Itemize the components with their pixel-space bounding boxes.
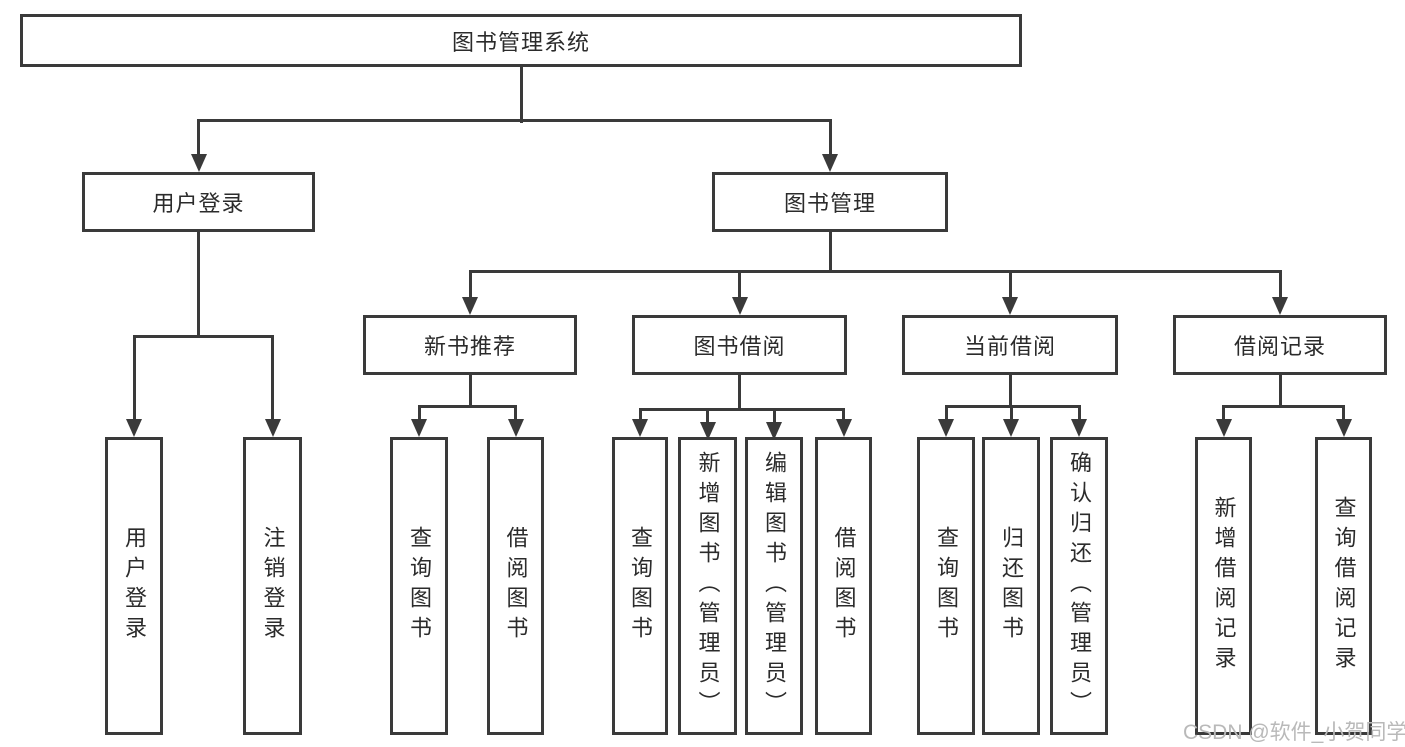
connector-arrow-line [1222, 405, 1225, 420]
connector-arrow-line [417, 405, 421, 420]
node-book-management: 图书管理 [712, 172, 948, 232]
arrow-head-icon [507, 419, 524, 437]
connector-stem [468, 375, 472, 408]
node-borrow-record-label: 借阅记录 [1233, 334, 1326, 359]
leaf-bb-query-book: 查询图书 [612, 437, 668, 735]
node-book-management-label: 图书管理 [783, 191, 876, 216]
arrow-head-icon [1215, 419, 1232, 437]
node-current-borrow: 当前借阅 [902, 315, 1118, 375]
node-user-login-label: 用户登录 [152, 191, 245, 216]
connector-arrow-line [1008, 270, 1012, 298]
leaf-cb-query-book-label: 查询图书 [934, 526, 959, 646]
leaf-cb-confirm-return-admin: 确认归还（管理员） [1050, 437, 1108, 735]
leaf-user-login: 用户登录 [105, 437, 163, 735]
connector-bus [1222, 405, 1345, 408]
leaf-br-add-record: 新增借阅记录 [1195, 437, 1252, 735]
arrow-head-icon [1071, 419, 1087, 437]
arrow-head-icon [462, 297, 478, 315]
arrow-head-icon [822, 154, 838, 172]
connector-stem [1008, 375, 1012, 408]
connector-arrow-line [842, 408, 845, 420]
leaf-cb-query-book: 查询图书 [917, 437, 975, 735]
leaf-bb-borrow-book-label: 借阅图书 [831, 526, 857, 646]
node-user-login: 用户登录 [82, 172, 315, 232]
connector-stem [1278, 375, 1282, 408]
connector-arrow-line [197, 119, 200, 155]
leaf-nb-borrow-book: 借阅图书 [487, 437, 544, 735]
connector-bus [417, 405, 517, 408]
connector-stem [828, 232, 832, 273]
connector-bus [638, 408, 845, 411]
watermark: CSDN @软件_小贺同学 [1183, 721, 1405, 744]
leaf-br-add-record-label: 新增借阅记录 [1211, 496, 1237, 676]
connector-bus [197, 119, 832, 122]
connector-arrow-line [944, 405, 948, 420]
connector-stem [519, 67, 523, 123]
leaf-logout-label: 注销登录 [260, 526, 286, 646]
leaf-br-query-record-label: 查询借阅记录 [1331, 496, 1357, 676]
connector-arrow-line [1342, 405, 1345, 420]
node-new-book-recommend-label: 新书推荐 [423, 334, 516, 359]
arrow-head-icon [1003, 419, 1019, 437]
leaf-bb-edit-book-admin: 编辑图书（管理员） [745, 437, 803, 735]
connector-arrow-line [828, 119, 832, 155]
connector-arrow-line [1077, 405, 1081, 420]
arrow-head-icon [1335, 419, 1352, 437]
leaf-cb-return-book: 归还图书 [982, 437, 1040, 735]
leaf-bb-edit-book-admin-label: 编辑图书（管理员） [762, 451, 787, 721]
connector-arrow-line [1278, 270, 1282, 298]
connector-arrow-line [1009, 405, 1013, 420]
arrow-head-icon [1002, 297, 1018, 315]
connector-arrow-line [271, 335, 274, 420]
leaf-cb-return-book-label: 归还图书 [999, 526, 1024, 646]
connector-stem [738, 375, 741, 411]
leaf-nb-query-book: 查询图书 [390, 437, 448, 735]
arrow-head-icon [632, 419, 648, 437]
leaf-cb-confirm-return-admin-label: 确认归还（管理员） [1067, 451, 1092, 721]
connector-arrow-line [514, 405, 517, 420]
connector-arrow-line [468, 270, 472, 298]
leaf-bb-add-book-admin-label: 新增图书（管理员） [695, 451, 721, 721]
leaf-user-login-label: 用户登录 [122, 526, 147, 646]
connector-bus [944, 405, 1081, 408]
arrow-head-icon [835, 419, 852, 437]
arrow-head-icon [264, 419, 281, 437]
connector-stem [197, 232, 200, 338]
leaf-br-query-record: 查询借阅记录 [1315, 437, 1372, 735]
leaf-nb-borrow-book-label: 借阅图书 [503, 526, 529, 646]
connector-arrow-line [638, 408, 642, 420]
leaf-bb-borrow-book: 借阅图书 [815, 437, 872, 735]
node-book-borrow-label: 图书借阅 [693, 334, 786, 359]
connector-arrow-line [772, 408, 776, 423]
leaf-bb-add-book-admin: 新增图书（管理员） [678, 437, 737, 735]
node-borrow-record: 借阅记录 [1173, 315, 1387, 375]
node-root-label: 图书管理系统 [451, 29, 590, 55]
connector-bus [468, 270, 1282, 273]
node-root: 图书管理系统 [20, 14, 1022, 67]
node-book-borrow: 图书借阅 [632, 315, 847, 375]
arrow-head-icon [126, 419, 142, 437]
node-new-book-recommend: 新书推荐 [363, 315, 577, 375]
leaf-bb-query-book-label: 查询图书 [628, 526, 653, 646]
arrow-head-icon [938, 419, 954, 437]
arrow-head-icon [190, 154, 207, 172]
arrow-head-icon [411, 419, 427, 437]
node-current-borrow-label: 当前借阅 [963, 334, 1056, 359]
arrow-head-icon [766, 422, 782, 440]
connector-bus [132, 335, 274, 338]
connector-arrow-line [132, 335, 136, 420]
arrow-head-icon [1272, 297, 1288, 315]
arrow-head-icon [699, 422, 716, 440]
arrow-head-icon [731, 297, 748, 315]
connector-arrow-line [706, 408, 709, 423]
leaf-nb-query-book-label: 查询图书 [407, 526, 432, 646]
leaf-logout: 注销登录 [243, 437, 302, 735]
connector-arrow-line [738, 270, 741, 298]
